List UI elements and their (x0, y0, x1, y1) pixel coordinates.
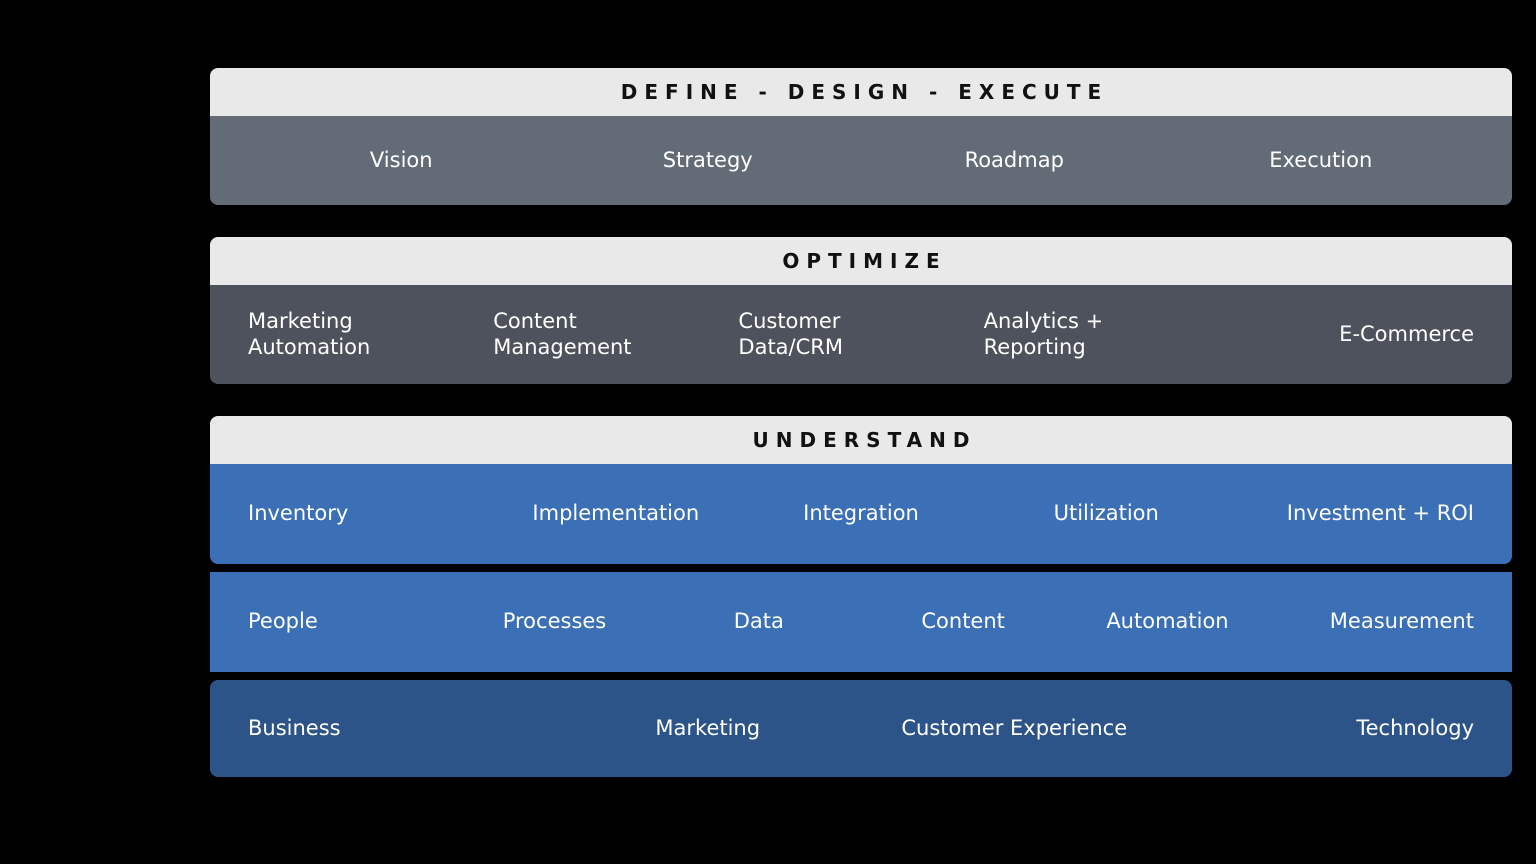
cell-label: Business (248, 715, 341, 740)
cell-label: Strategy (662, 147, 753, 172)
band-define-design-execute: DEFINE - DESIGN - EXECUTE Vision Strateg… (210, 68, 1512, 205)
cell-execution[interactable]: Execution (1168, 148, 1475, 174)
cell-label: Measurement (1329, 609, 1474, 634)
cell-utilization[interactable]: Utilization (984, 501, 1229, 527)
cell-business[interactable]: Business (248, 716, 555, 742)
cell-label: Implementation (532, 501, 700, 526)
cell-content-management[interactable]: Content Management (493, 309, 738, 360)
row-understand-domains: Business Marketing Customer Experience T… (210, 680, 1512, 777)
band-optimize: OPTIMIZE Marketing Automation Content Ma… (210, 237, 1512, 384)
band-header-define-design-execute: DEFINE - DESIGN - EXECUTE (210, 68, 1512, 116)
maturity-framework: DEFINE - DESIGN - EXECUTE Vision Strateg… (210, 68, 1512, 777)
cell-label: Customer Data/CRM (738, 308, 843, 359)
cell-measurement[interactable]: Measurement (1270, 609, 1474, 635)
band-header-title: UNDERSTAND (752, 428, 977, 452)
cell-label: Investment + ROI (1286, 501, 1475, 526)
row-optimize: Marketing Automation Content Management … (210, 285, 1512, 384)
cell-processes[interactable]: Processes (452, 609, 656, 635)
cell-marketing[interactable]: Marketing (555, 716, 862, 742)
cell-label: Inventory (248, 501, 349, 526)
cell-label: Integration (803, 501, 919, 526)
cell-strategy[interactable]: Strategy (555, 148, 862, 174)
cell-people[interactable]: People (248, 609, 452, 635)
cell-label: E-Commerce (1339, 321, 1475, 346)
cell-investment-roi[interactable]: Investment + ROI (1229, 501, 1474, 527)
cell-customer-data-crm[interactable]: Customer Data/CRM (738, 309, 983, 360)
cell-customer-experience[interactable]: Customer Experience (861, 716, 1168, 742)
cell-label: People (248, 609, 318, 634)
cell-marketing-automation[interactable]: Marketing Automation (248, 309, 493, 360)
cell-data[interactable]: Data (657, 609, 861, 635)
band-header-title: OPTIMIZE (782, 249, 947, 273)
cell-label: Execution (1269, 147, 1373, 172)
cell-analytics-reporting[interactable]: Analytics + Reporting (984, 309, 1229, 360)
row-define-design-execute: Vision Strategy Roadmap Execution (210, 116, 1512, 205)
cell-label: Content (921, 609, 1005, 634)
row-understand-dimensions: People Processes Data Content Automation… (210, 572, 1512, 672)
cell-label: Data (733, 609, 784, 634)
cell-label: Vision (369, 147, 433, 172)
band-header-understand: UNDERSTAND (210, 416, 1512, 464)
cell-label: Marketing (655, 715, 761, 740)
cell-label: Content Management (493, 308, 632, 359)
cell-automation[interactable]: Automation (1065, 609, 1269, 635)
cell-label: Marketing Automation (248, 308, 371, 359)
cell-content[interactable]: Content (861, 609, 1065, 635)
cell-label: Utilization (1053, 501, 1159, 526)
band-header-optimize: OPTIMIZE (210, 237, 1512, 285)
cell-label: Customer Experience (901, 715, 1128, 740)
cell-vision[interactable]: Vision (248, 148, 555, 174)
cell-label: Technology (1356, 715, 1474, 740)
cell-label: Processes (502, 609, 607, 634)
cell-roadmap[interactable]: Roadmap (861, 148, 1168, 174)
cell-implementation[interactable]: Implementation (493, 501, 738, 527)
band-understand: UNDERSTAND Inventory Implementation Inte… (210, 416, 1512, 777)
row-understand-assessment: Inventory Implementation Integration Uti… (210, 464, 1512, 564)
cell-label: Roadmap (964, 147, 1064, 172)
cell-e-commerce[interactable]: E-Commerce (1229, 322, 1474, 348)
cell-label: Analytics + Reporting (983, 308, 1104, 359)
cell-inventory[interactable]: Inventory (248, 501, 493, 527)
band-header-title: DEFINE - DESIGN - EXECUTE (620, 80, 1109, 104)
cell-integration[interactable]: Integration (738, 501, 983, 527)
cell-label: Automation (1106, 609, 1229, 634)
cell-technology[interactable]: Technology (1168, 715, 1474, 742)
